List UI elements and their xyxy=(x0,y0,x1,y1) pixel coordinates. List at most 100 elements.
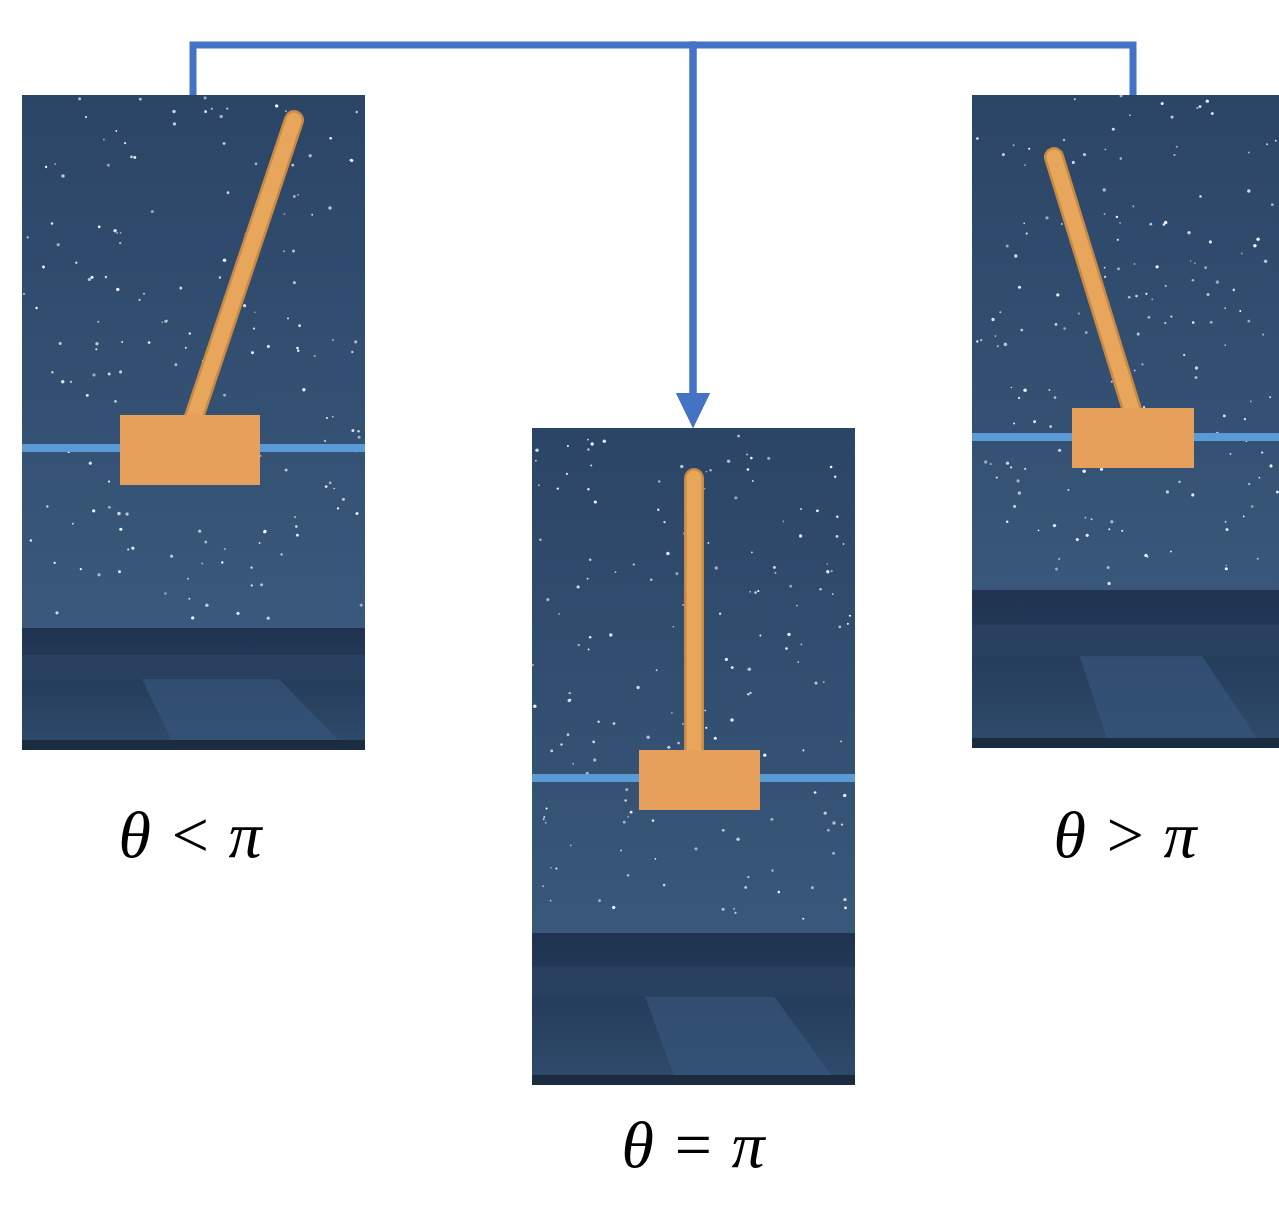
star xyxy=(23,293,25,295)
star xyxy=(297,350,299,352)
pole-shade xyxy=(194,120,294,417)
star xyxy=(54,562,56,564)
star xyxy=(45,166,47,168)
star xyxy=(560,743,562,745)
star xyxy=(984,460,987,463)
star xyxy=(59,342,62,345)
star xyxy=(1194,262,1196,264)
star xyxy=(535,460,537,462)
star xyxy=(1024,164,1026,166)
star xyxy=(1191,493,1194,496)
star xyxy=(325,485,328,488)
star xyxy=(1018,397,1020,399)
star xyxy=(119,242,121,244)
star xyxy=(991,318,994,321)
star xyxy=(722,908,725,911)
star xyxy=(148,341,151,344)
star xyxy=(1018,491,1022,495)
star xyxy=(593,758,596,761)
star xyxy=(1063,327,1066,330)
star xyxy=(223,258,226,261)
star xyxy=(1176,146,1178,148)
star xyxy=(179,286,182,289)
star xyxy=(1085,331,1088,334)
star xyxy=(594,500,597,503)
star xyxy=(1256,238,1260,242)
star xyxy=(1076,538,1079,541)
star xyxy=(116,288,119,291)
star xyxy=(89,462,92,465)
star xyxy=(576,585,579,588)
star xyxy=(999,311,1001,313)
star xyxy=(359,603,362,606)
floor-tile xyxy=(972,625,1279,657)
star xyxy=(173,122,176,125)
angle-label: θ > π xyxy=(1053,802,1196,868)
star xyxy=(332,339,334,341)
star xyxy=(355,111,357,113)
star xyxy=(139,98,142,101)
floor-edge xyxy=(22,740,365,750)
star xyxy=(251,584,253,586)
star xyxy=(118,570,121,573)
star xyxy=(749,591,751,593)
star xyxy=(1199,195,1201,197)
star xyxy=(95,348,97,350)
star xyxy=(51,371,53,373)
star xyxy=(1144,554,1147,557)
star xyxy=(834,475,837,478)
star xyxy=(736,838,739,841)
star xyxy=(538,484,540,486)
star xyxy=(1049,425,1052,428)
star xyxy=(588,648,590,650)
star xyxy=(1194,376,1197,379)
star xyxy=(567,733,570,736)
star xyxy=(759,634,761,636)
star xyxy=(796,605,798,607)
star xyxy=(1063,139,1066,142)
star xyxy=(545,822,547,824)
star xyxy=(1275,140,1277,142)
star xyxy=(1121,530,1123,532)
star xyxy=(1264,260,1268,264)
star xyxy=(799,534,802,537)
star xyxy=(1111,381,1113,383)
star xyxy=(627,874,630,877)
star xyxy=(566,473,568,475)
star xyxy=(205,604,208,607)
star xyxy=(734,496,737,499)
star xyxy=(42,266,45,269)
star xyxy=(1226,564,1228,566)
star xyxy=(1225,528,1228,531)
star xyxy=(652,819,655,822)
star xyxy=(590,464,592,466)
star xyxy=(1230,453,1232,455)
star xyxy=(113,229,116,232)
star xyxy=(1183,354,1185,356)
star xyxy=(1116,216,1118,218)
star xyxy=(1248,152,1250,154)
star xyxy=(836,535,839,538)
star xyxy=(324,440,326,442)
star xyxy=(1072,161,1075,164)
star xyxy=(1117,267,1120,270)
star xyxy=(108,373,111,376)
star xyxy=(293,195,296,198)
pole xyxy=(687,478,702,752)
star xyxy=(751,551,753,553)
star xyxy=(1224,307,1226,309)
star xyxy=(185,347,187,349)
star xyxy=(532,664,534,667)
star xyxy=(1224,344,1226,346)
star xyxy=(675,572,678,575)
floor-tile xyxy=(532,966,855,996)
star xyxy=(578,644,581,647)
star xyxy=(646,735,649,738)
star xyxy=(1145,293,1147,295)
star xyxy=(570,844,572,846)
star xyxy=(1276,491,1279,494)
star xyxy=(1028,148,1030,150)
star xyxy=(302,388,305,391)
star xyxy=(1206,100,1209,103)
star xyxy=(255,162,258,165)
